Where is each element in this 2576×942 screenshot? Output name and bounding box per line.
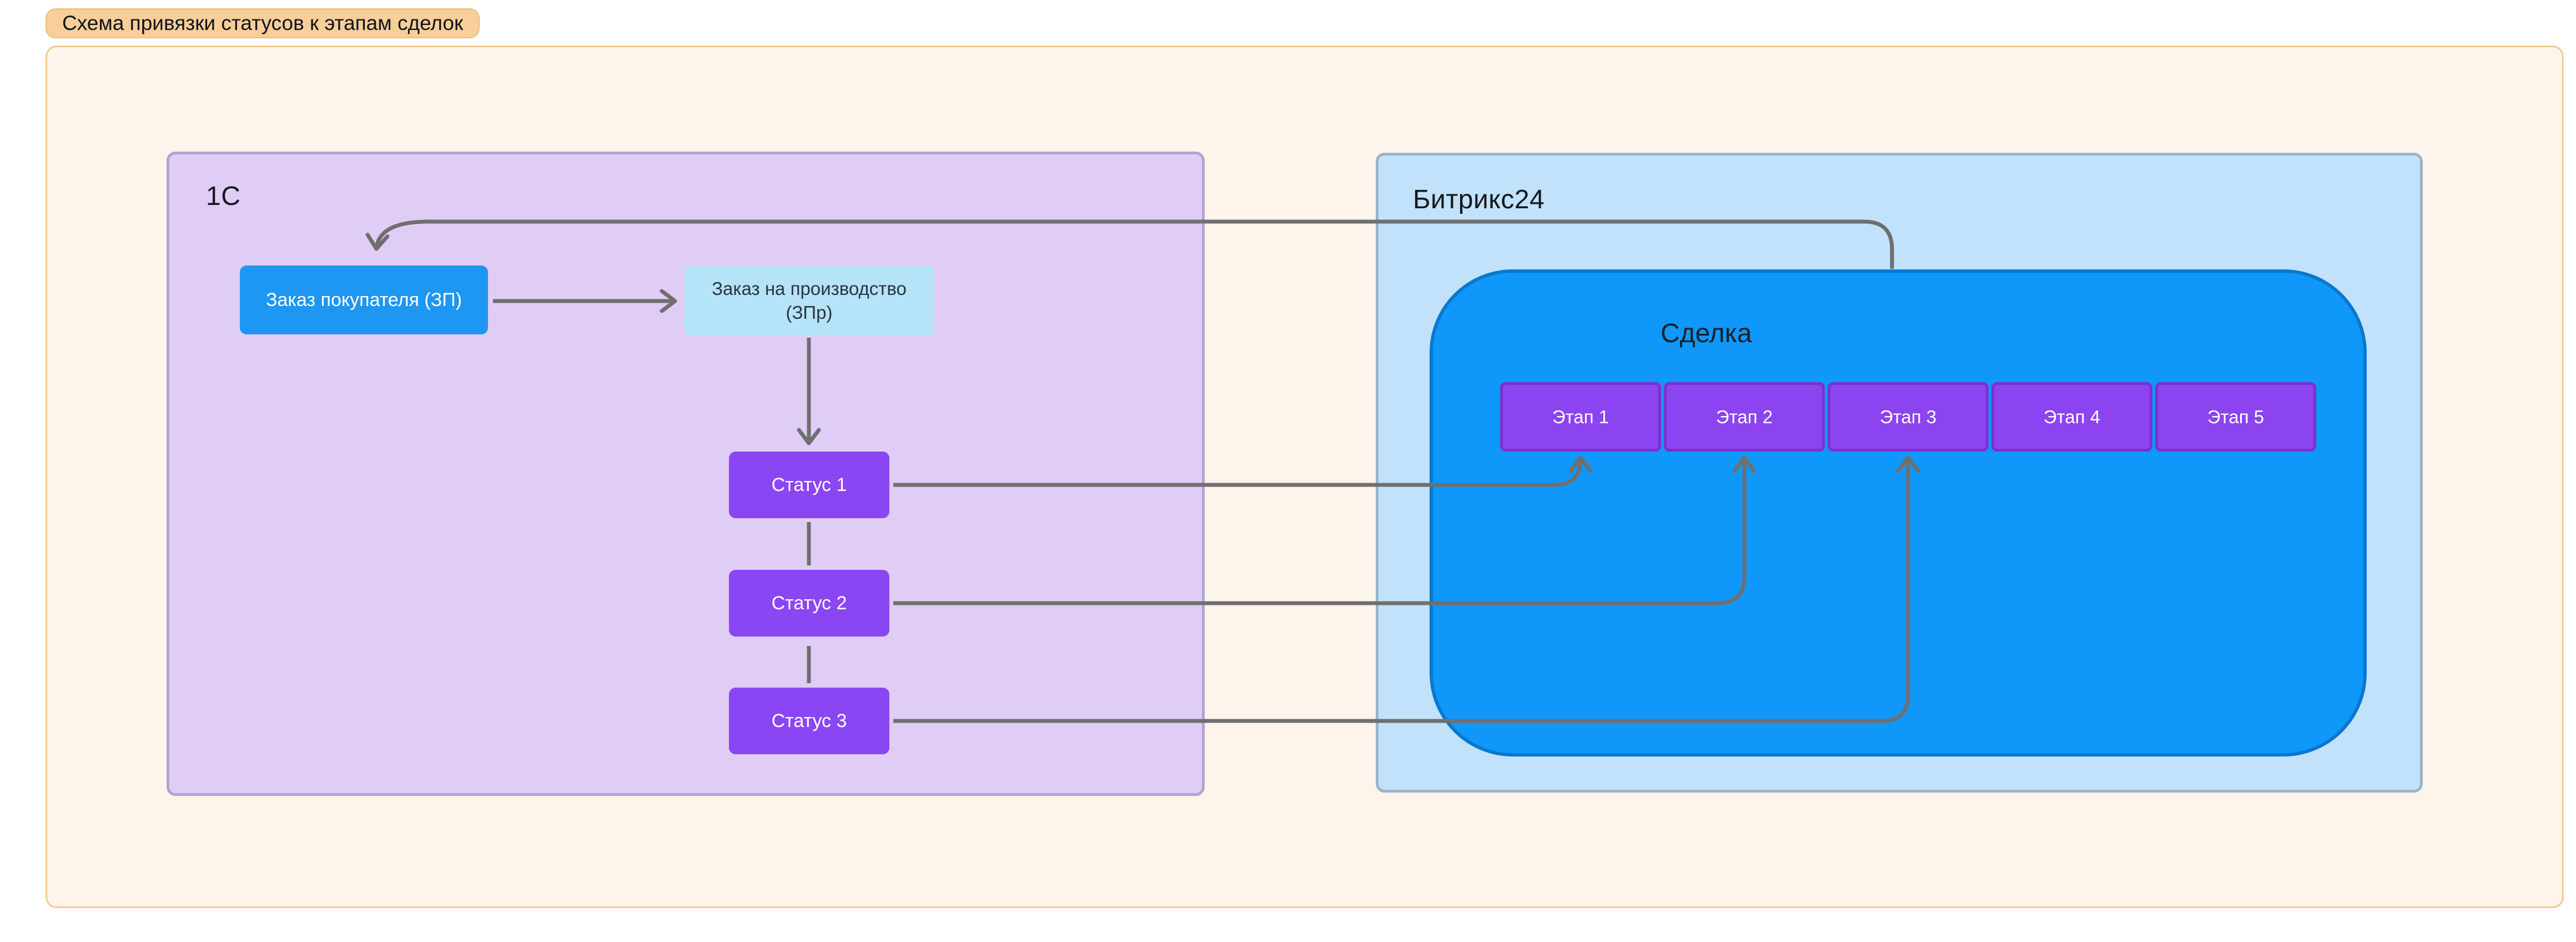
node-status-2-label: Статус 2 [771,592,847,614]
node-status-1-label: Статус 1 [771,474,847,495]
group-1c-label: 1С [206,182,241,211]
deal-container: Сделка [1430,269,2367,756]
node-stage-3-label: Этап 3 [1879,406,1937,427]
diagram-title-badge: Схема привязки статусов к этапам сделок [46,8,480,38]
node-status-2: Статус 2 [729,570,889,637]
node-customer-order: Заказ покупателя (ЗП) [240,265,488,334]
deal-label: Сделка [1661,319,1752,348]
node-customer-order-label: Заказ покупателя (ЗП) [265,289,462,310]
node-stage-3: Этап 3 [1828,382,1989,452]
node-stage-2-label: Этап 2 [1715,406,1773,427]
node-production-order-line1: Заказ на производство [712,278,907,299]
diagram-title: Схема привязки статусов к этапам сделок [62,12,464,34]
node-production-order-line2: (ЗПр) [786,302,833,323]
node-status-1: Статус 1 [729,452,889,518]
node-status-3-label: Статус 3 [771,710,847,731]
node-stage-4: Этап 4 [1991,382,2152,452]
node-stage-5: Этап 5 [2155,382,2316,452]
node-production-order: Заказ на производство (ЗПр) [685,265,934,336]
group-1c: 1С [167,152,1205,796]
node-stage-1: Этап 1 [1500,382,1661,452]
node-stage-2: Этап 2 [1664,382,1825,452]
node-stage-4-label: Этап 4 [2043,406,2101,427]
node-status-3: Статус 3 [729,688,889,754]
node-stage-5-label: Этап 5 [2207,406,2265,427]
node-stage-1-label: Этап 1 [1552,406,1609,427]
group-bitrix24-label: Битрикс24 [1413,185,1545,214]
